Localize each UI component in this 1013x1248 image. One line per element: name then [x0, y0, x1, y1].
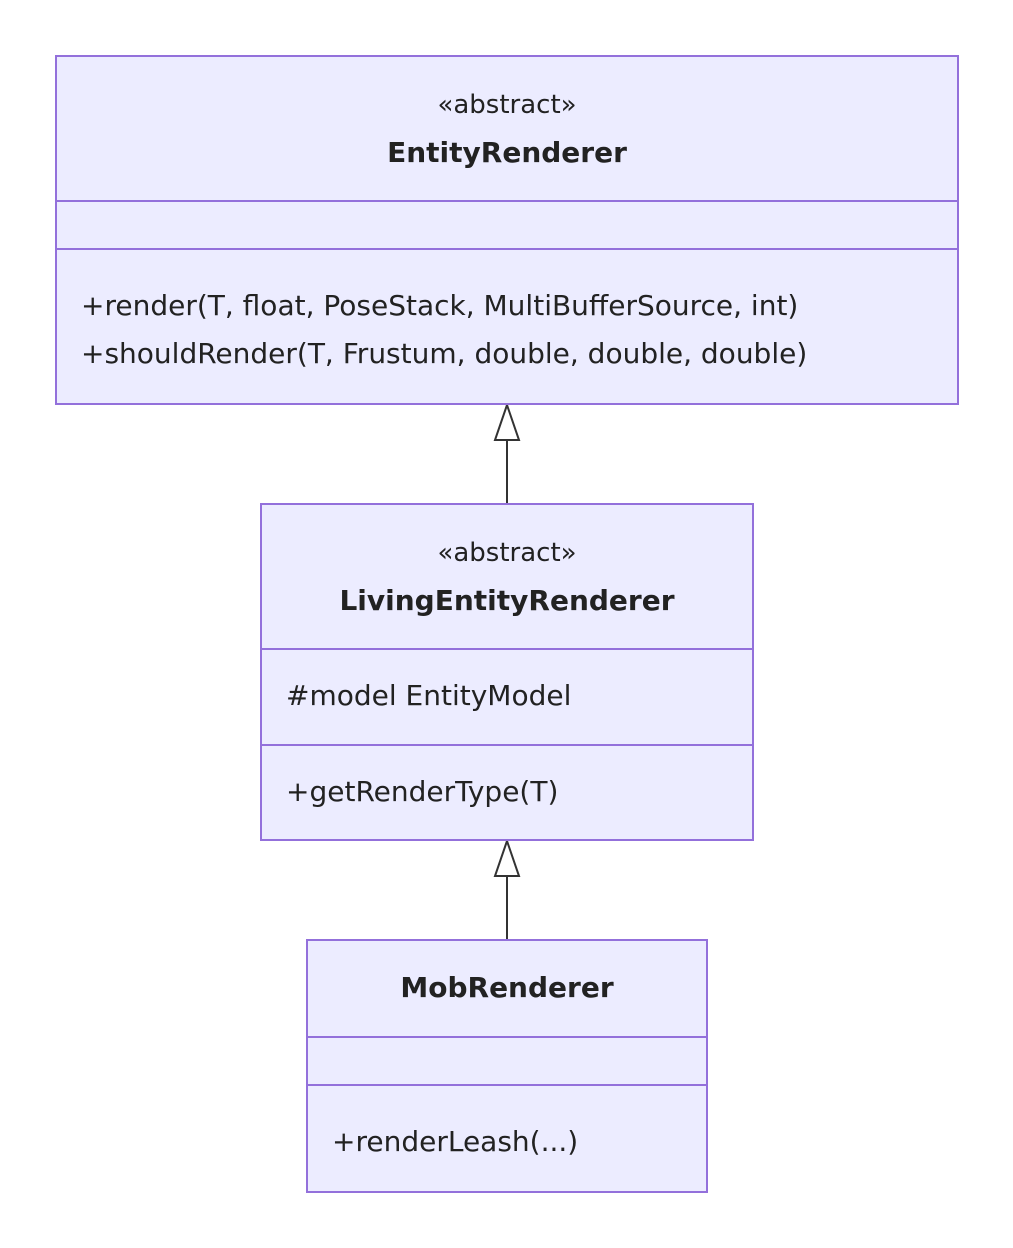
attributes-section [57, 200, 957, 248]
class-stereotype: «abstract» [437, 538, 577, 568]
methods-section: +renderLeash(...) [308, 1084, 706, 1166]
attributes-section: #model EntityModel [262, 648, 752, 744]
class-stereotype: «abstract» [437, 90, 577, 120]
methods-section: +getRenderType(T) [262, 744, 752, 816]
class-entity-renderer[interactable]: «abstract» EntityRenderer +render(T, flo… [55, 55, 959, 405]
method-render: +render(T, float, PoseStack, MultiBuffer… [81, 289, 799, 322]
methods-section: +render(T, float, PoseStack, MultiBuffer… [57, 248, 957, 378]
attribute-model: #model EntityModel [286, 679, 572, 712]
method-render-leash: +renderLeash(...) [332, 1125, 579, 1158]
inheritance-arrowhead-icon [493, 401, 521, 441]
class-living-entity-renderer[interactable]: «abstract» LivingEntityRenderer #model E… [260, 503, 754, 841]
attributes-section [308, 1036, 706, 1084]
class-header: «abstract» LivingEntityRenderer [262, 505, 752, 648]
method-should-render: +shouldRender(T, Frustum, double, double… [81, 337, 808, 370]
edge-mob-to-living [493, 837, 521, 939]
class-header: MobRenderer [308, 941, 706, 1036]
class-name: MobRenderer [400, 971, 614, 1004]
inheritance-arrowhead-icon [493, 837, 521, 877]
method-get-render-type: +getRenderType(T) [286, 775, 559, 808]
class-name: LivingEntityRenderer [339, 584, 675, 617]
class-name: EntityRenderer [387, 136, 627, 169]
class-mob-renderer[interactable]: MobRenderer +renderLeash(...) [306, 939, 708, 1193]
class-header: «abstract» EntityRenderer [57, 57, 957, 200]
edge-living-to-entity [493, 401, 521, 503]
